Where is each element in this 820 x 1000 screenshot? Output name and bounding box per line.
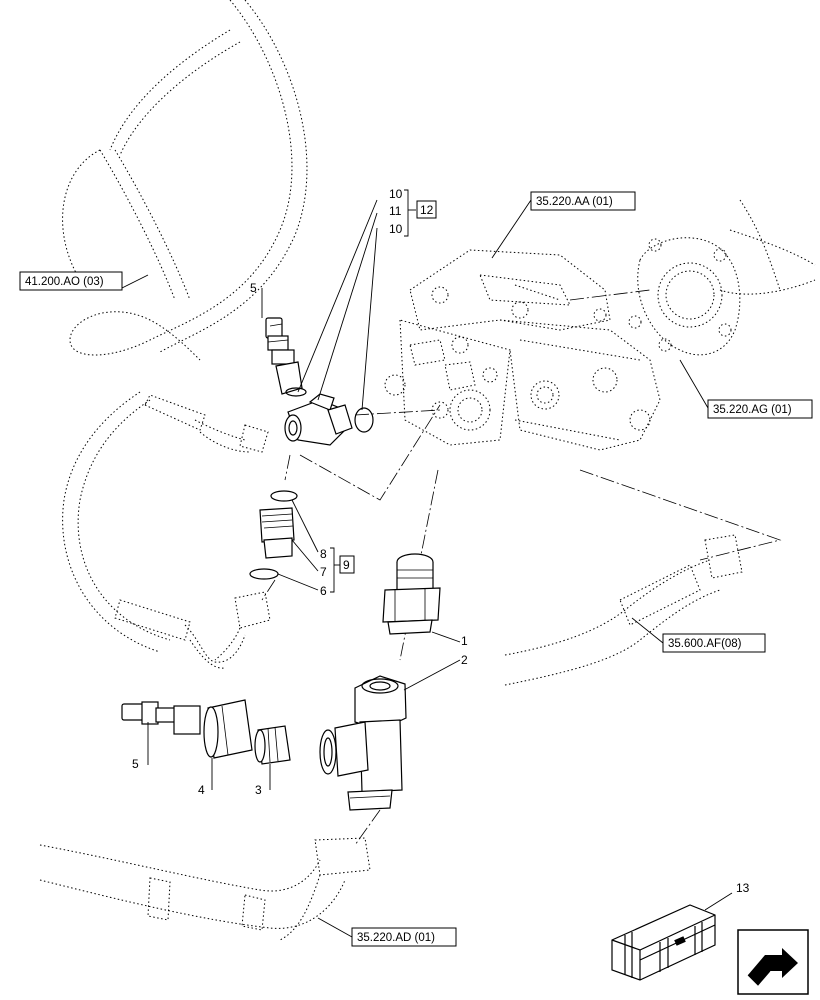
callout-10-lower: 10 [389, 222, 403, 236]
callout-12-box: 12 [416, 200, 437, 219]
svg-text:35.600.AF(08): 35.600.AF(08) [668, 638, 742, 650]
callout-9-box: 9 [339, 555, 355, 574]
callout-10-top: 10 [389, 187, 403, 201]
part-3-adapter [254, 725, 291, 765]
callout-5-lower: 5 [132, 757, 139, 771]
part-6-oring [249, 568, 279, 580]
part-10-elbow [284, 393, 353, 446]
ref-box-hose-upper-left[interactable]: 41.200.AO (03) [19, 271, 123, 291]
part-11-oring [285, 387, 307, 397]
callout-13: 13 [736, 881, 750, 895]
leader-lines [121, 199, 733, 938]
callout-7: 7 [320, 565, 327, 579]
arrow-jump-icon[interactable] [737, 929, 809, 995]
callout-8: 8 [320, 547, 327, 561]
svg-text:35.220.AD (01): 35.220.AD (01) [357, 932, 435, 944]
svg-text:35.220.AG (01): 35.220.AG (01) [713, 404, 792, 416]
svg-text:41.200.AO (03): 41.200.AO (03) [25, 276, 104, 288]
callout-1: 1 [461, 634, 468, 648]
pump-assembly-drawing [384, 237, 741, 451]
callout-5-upper: 5 [250, 281, 257, 295]
part-2-tee [319, 675, 407, 811]
crate-icon [611, 904, 716, 981]
phantom-hoses [39, 0, 816, 941]
callout-brackets [330, 189, 416, 593]
callout-2: 2 [461, 653, 468, 667]
ref-box-pump-assembly[interactable]: 35.220.AA (01) [530, 191, 636, 211]
callout-11: 11 [389, 204, 402, 218]
callout-numbers: 10 11 10 12 5 8 7 6 9 1 2 5 4 3 13 [132, 187, 750, 895]
ref-box-hose-bottom[interactable]: 35.220.AD (01) [351, 927, 457, 947]
part-4-nut [203, 699, 253, 759]
part-5-lower-coupler [121, 701, 201, 735]
callout-3: 3 [255, 783, 262, 797]
svg-text:9: 9 [343, 558, 350, 572]
callout-6: 6 [320, 584, 327, 598]
part-10-oring [354, 407, 374, 433]
svg-text:12: 12 [420, 203, 434, 217]
callout-4: 4 [198, 783, 205, 797]
part-1-adapter [382, 553, 441, 635]
part-5-upper-coupler [265, 317, 303, 395]
part-8-oring [270, 490, 298, 502]
svg-text:35.220.AA (01): 35.220.AA (01) [536, 196, 613, 208]
ref-box-flange[interactable]: 35.220.AG (01) [707, 399, 813, 419]
part-7-adapter [259, 507, 295, 559]
ref-box-hose-right[interactable]: 35.600.AF(08) [662, 633, 766, 653]
